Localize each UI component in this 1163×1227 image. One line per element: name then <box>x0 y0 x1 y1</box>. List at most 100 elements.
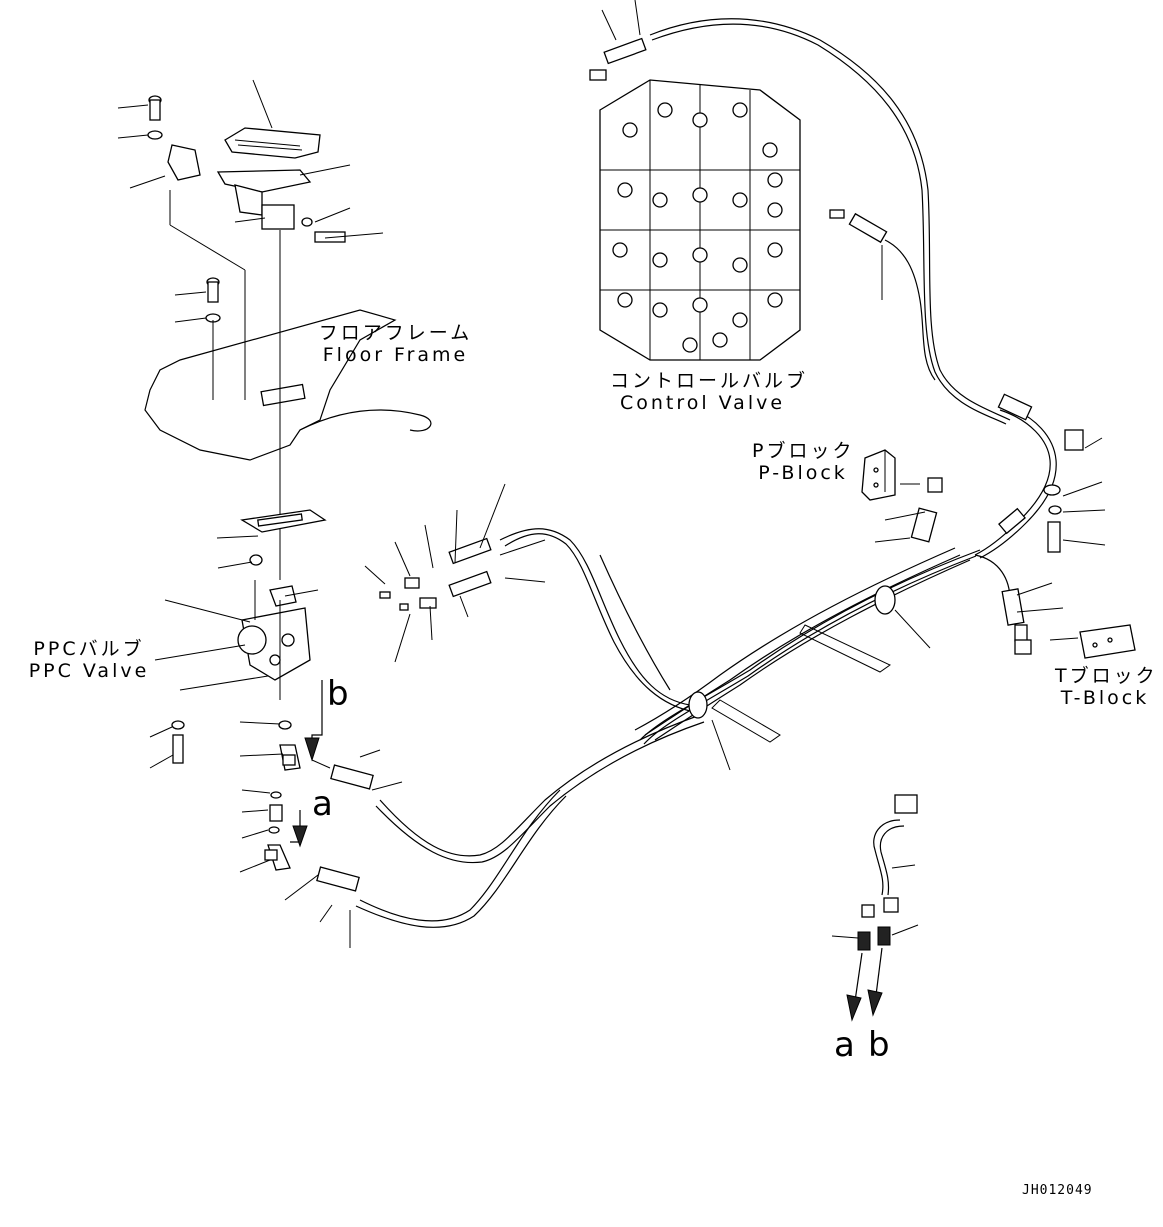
hose-fitting <box>848 212 888 244</box>
leader-line <box>454 509 458 564</box>
leader-line <box>239 721 281 725</box>
t-block-label-ja: Tブロック <box>1055 665 1158 687</box>
hose-fitting <box>316 866 360 892</box>
leader-line <box>429 605 433 641</box>
leader-line <box>364 565 386 585</box>
valve-port <box>617 182 633 198</box>
hose-fitting <box>264 849 278 861</box>
marker-a-right: a <box>834 1025 855 1065</box>
leader-line <box>891 924 919 936</box>
control-valve-label-en: Control Valve <box>619 392 786 414</box>
valve-port <box>712 332 728 348</box>
leader-line <box>1016 607 1064 613</box>
floor-frame-outline <box>144 190 432 580</box>
valve-port <box>767 292 783 308</box>
fittings <box>264 37 1033 892</box>
hose-fitting <box>379 591 391 599</box>
hose-fitting <box>419 597 437 609</box>
leader-line <box>504 577 546 583</box>
floor-frame-label-ja: フロアフレーム <box>318 322 473 344</box>
valve-port <box>732 192 748 208</box>
leader-line <box>711 719 731 771</box>
hose-fitting <box>1014 624 1028 642</box>
ppc-valve-label: PPCバルブ PPC Valve <box>24 638 154 682</box>
leader-line <box>601 9 617 41</box>
leader-line <box>117 134 149 139</box>
leader-line <box>459 595 469 618</box>
leader-line <box>154 644 246 661</box>
leader-line <box>149 726 173 738</box>
hose-fitting <box>997 393 1033 421</box>
valve-port <box>652 192 668 208</box>
hose-fitting <box>998 507 1026 535</box>
leader-line <box>252 79 273 129</box>
p-block-label-en: P-Block <box>758 462 848 484</box>
valve-port <box>692 297 708 313</box>
leader-line <box>1062 509 1106 513</box>
hose-fitting <box>829 209 845 219</box>
leader-line <box>284 589 319 597</box>
leader-line <box>216 535 259 539</box>
leader-line <box>424 524 434 569</box>
marker-b-left: b <box>327 674 349 714</box>
leader-line <box>894 609 931 649</box>
hose-fitting <box>282 754 296 766</box>
leader-line <box>164 599 251 623</box>
valve-port <box>692 247 708 263</box>
valve-port <box>617 292 633 308</box>
ppc-valve-label-en: PPC Valve <box>28 660 150 682</box>
leader-line <box>1084 437 1103 449</box>
valve-port <box>767 202 783 218</box>
valve-port <box>652 252 668 268</box>
valve-port <box>682 337 698 353</box>
hose-fitting <box>448 570 492 598</box>
valve-port <box>767 242 783 258</box>
leader-line <box>891 864 916 869</box>
leader-line <box>179 675 269 691</box>
leader-line <box>394 613 411 663</box>
leader-line <box>394 541 411 577</box>
hose-fitting <box>330 764 374 790</box>
hose-lines <box>355 18 1057 928</box>
hose-fitting <box>448 537 492 565</box>
floor-frame-label: フロアフレーム Floor Frame <box>318 322 473 366</box>
hose-fitting <box>404 577 420 589</box>
leader-line <box>311 759 331 769</box>
valve-port <box>762 142 778 158</box>
p-block-label-ja: Pブロック <box>752 440 855 462</box>
leader-line <box>149 754 174 769</box>
valve-port <box>732 102 748 118</box>
valve-port <box>732 312 748 328</box>
leader-line <box>314 207 351 223</box>
connector-set <box>857 794 918 951</box>
ppc-valve-body <box>171 509 327 871</box>
pedal-assembly <box>147 95 346 323</box>
leader-line <box>174 291 207 296</box>
control-valve-block <box>599 79 801 361</box>
drawing-code: JH012049 <box>1022 1183 1093 1198</box>
leader-line <box>129 175 166 189</box>
hose-fitting <box>1001 588 1025 626</box>
hose-fitting <box>910 507 938 543</box>
t-block <box>1014 624 1136 659</box>
hose-fitting <box>603 37 647 65</box>
leader-line <box>1062 539 1106 546</box>
flow-arrows <box>290 680 883 1022</box>
leader-line <box>241 809 269 813</box>
hose-fitting <box>589 69 607 81</box>
valve-port <box>732 257 748 273</box>
hose-clamps <box>688 429 1084 743</box>
leader-line <box>1016 582 1053 596</box>
leader-line <box>479 483 506 549</box>
valve-port <box>657 102 673 118</box>
valve-port <box>612 242 628 258</box>
ppc-valve-label-ja: PPCバルブ <box>33 638 145 660</box>
p-block-label: Pブロック P-Block <box>752 440 854 484</box>
leader-line <box>324 232 384 239</box>
valve-port <box>652 302 668 318</box>
leader-line <box>117 104 149 109</box>
leader-line <box>499 539 546 556</box>
leader-line <box>241 829 269 839</box>
leader-line <box>239 753 284 757</box>
